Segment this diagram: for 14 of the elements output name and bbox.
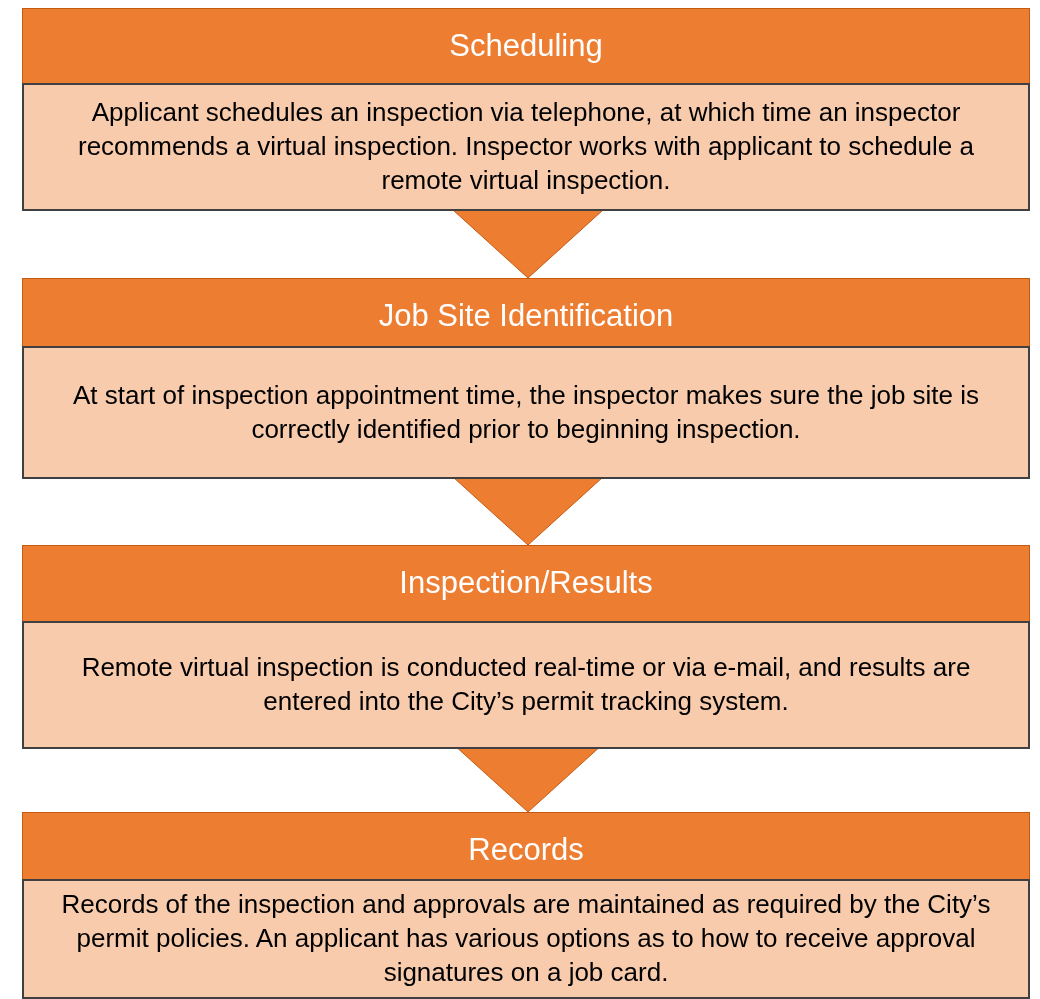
step-heading: Inspection/Results [398,564,654,602]
arrow [452,209,604,279]
step-heading: Job Site Identification [377,297,675,335]
step-description: Remote virtual inspection is conducted real-time or via e-mail, and results are entered into the City’s permit tracking system. [22,621,1030,749]
process-step [22,278,1030,478]
process-step [22,812,1030,998]
process-step [22,545,1030,748]
step-heading: Scheduling [448,27,604,65]
step-description: Records of the inspection and approvals are maintained as required by the City’s permit policies. An applicant has various options as to how to receive approval signatures on a job card. [22,879,1030,999]
step-description: At start of inspection appointment time, the inspector makes sure the job site is correctly identified prior to beginning inspection. [22,346,1030,479]
arrow [452,476,604,546]
step-heading: Records [467,831,585,869]
step-description: Applicant schedules an inspection via telephone, at which time an inspector recommends a virtual inspection. Inspector works with applicant to schedule a remote virtual inspection. [22,83,1030,211]
process-step [22,8,1030,210]
